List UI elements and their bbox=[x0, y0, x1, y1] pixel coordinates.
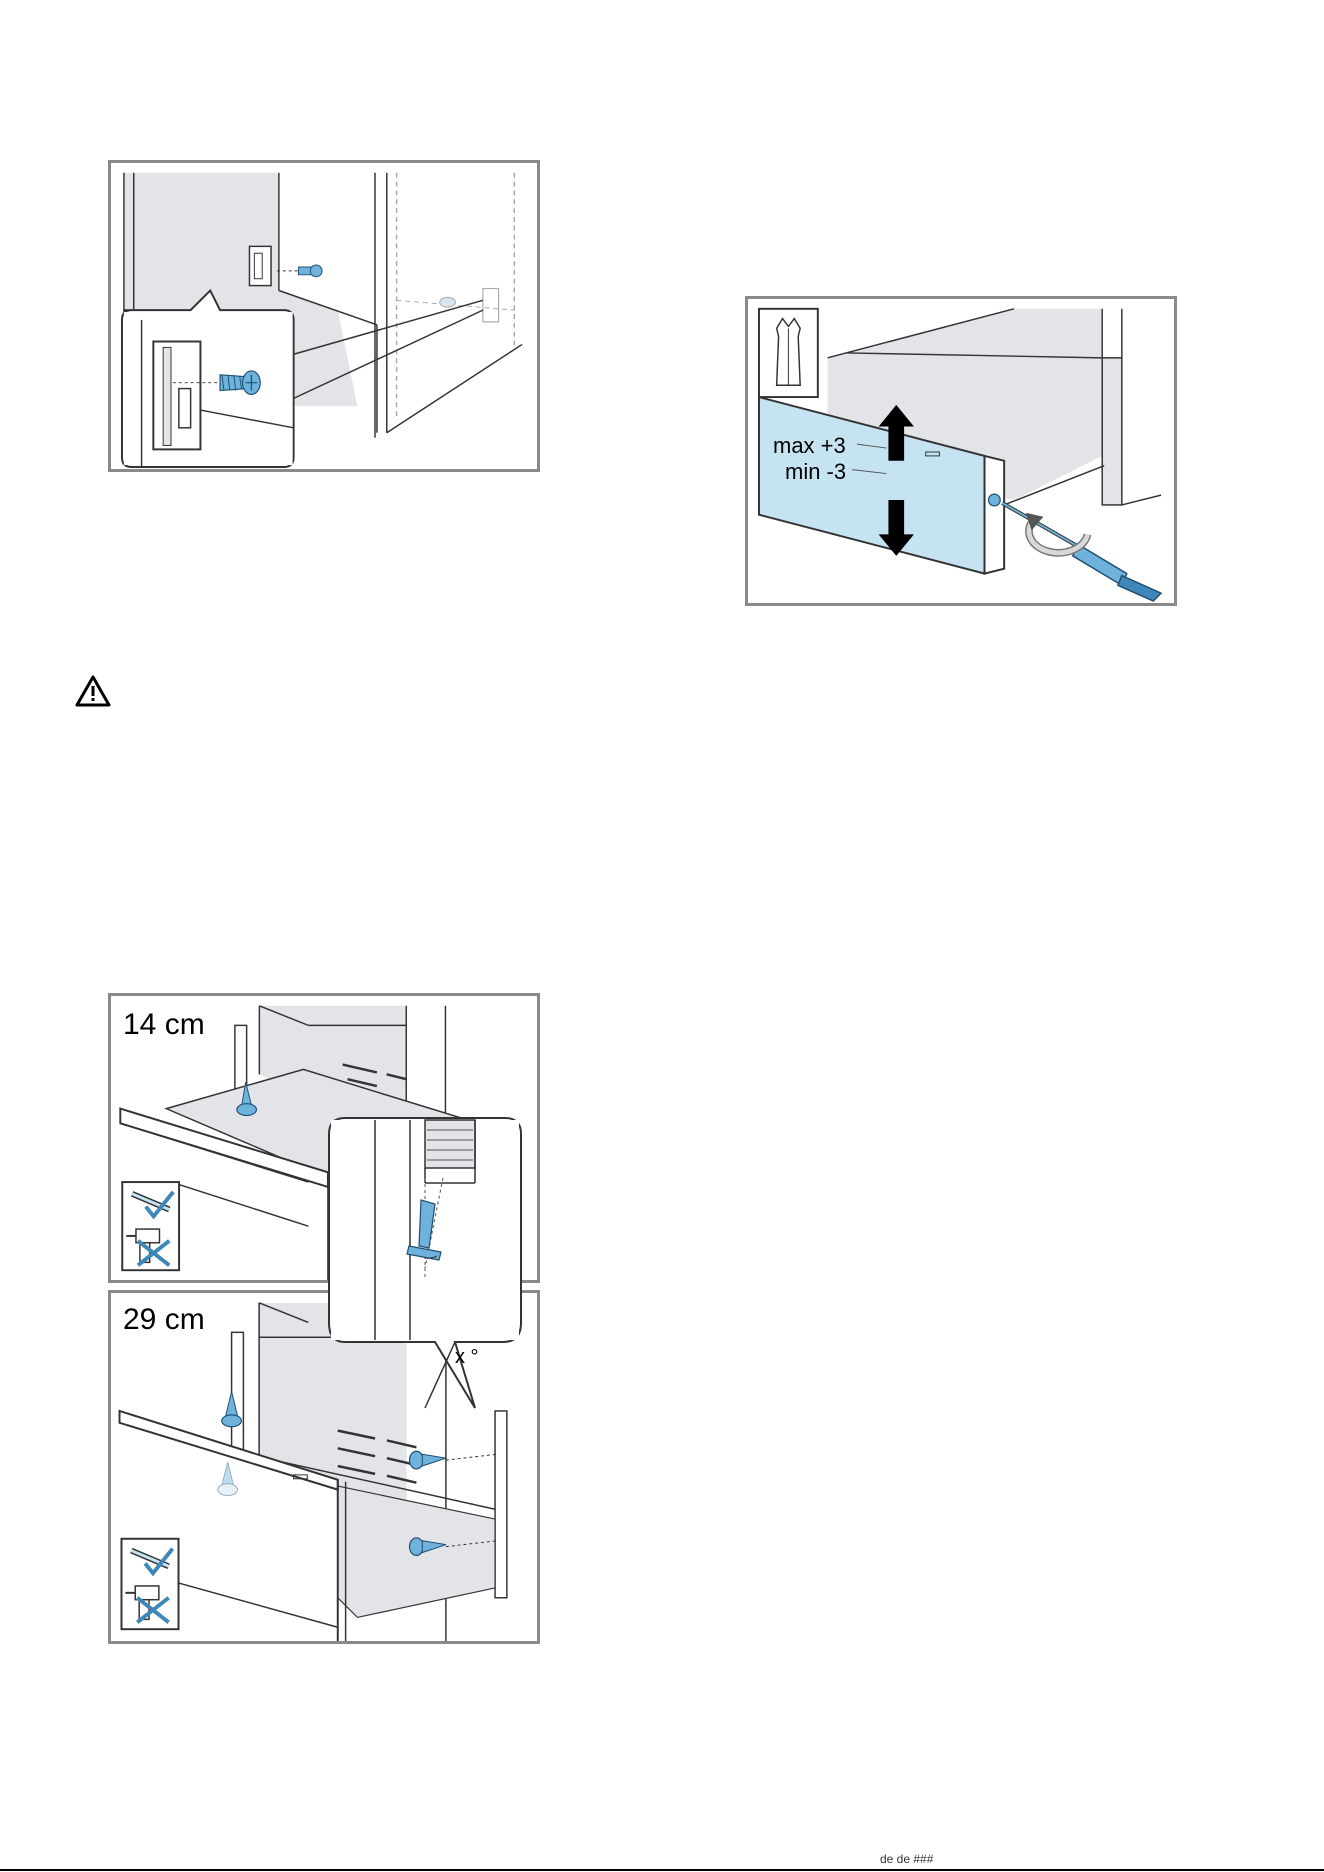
torx-bit-icon bbox=[777, 319, 801, 386]
figure-bracket-mounting bbox=[108, 160, 540, 472]
angle-label: x ° bbox=[455, 1346, 479, 1369]
screw-icon bbox=[410, 1451, 497, 1469]
min-adjustment-label: min -3 bbox=[785, 461, 846, 483]
bracket-mounting-drawing bbox=[111, 163, 537, 469]
warning-triangle-icon bbox=[75, 675, 111, 707]
screw-icon bbox=[277, 265, 322, 277]
angle-detail-callout bbox=[325, 1118, 525, 1428]
page-bottom-rule bbox=[0, 1869, 1324, 1871]
max-adjustment-label: max +3 bbox=[773, 435, 846, 457]
screwdriver-icon bbox=[1002, 503, 1161, 601]
drawer-height-label-14: 14 cm bbox=[123, 1010, 205, 1040]
page-footer: de de ### bbox=[880, 1852, 933, 1866]
figure-panel-adjustment: max +3 min -3 bbox=[745, 296, 1177, 606]
drawer-height-label-29: 29 cm bbox=[123, 1305, 205, 1335]
